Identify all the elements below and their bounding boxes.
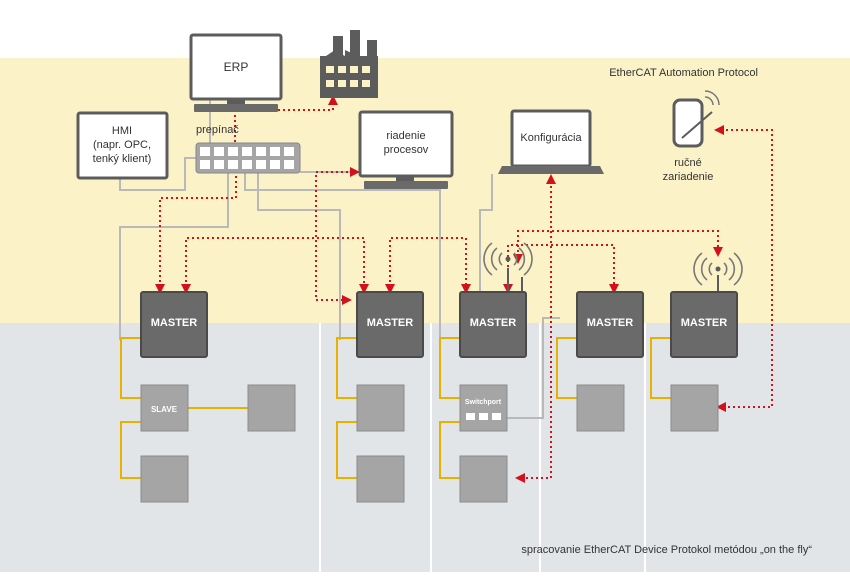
master-controller: MASTER [576,291,644,358]
handheld-label-line2: zariadenie [663,171,714,183]
switch-port [242,160,252,169]
switch-port [270,147,280,156]
switch-port [256,160,266,169]
master-controller: MASTER [140,291,208,358]
network-switch-icon: prepínač [195,124,301,174]
hmi-label-line3: tenký klient) [93,153,152,165]
process-label-line2: procesov [384,144,429,156]
handheld-label-line1: ručné [674,157,702,169]
master-label: MASTER [587,317,634,329]
slave-label: SLAVE [151,405,178,414]
switch-port [214,147,224,156]
switch-port [228,147,238,156]
switch-port [270,160,280,169]
slave-device [140,384,189,432]
configuration-laptop-icon: Konfigurácia [498,109,604,174]
hmi-monitor-icon: HMI (napr. OPC, tenký klient) [76,111,169,180]
master-controller: MASTER [459,291,527,358]
switch-port [200,147,210,156]
master-box [140,291,208,358]
switch-port [284,160,294,169]
slave-device [459,455,508,503]
slave-device [576,384,625,432]
device-protocol-zone [0,323,850,572]
master-label: MASTER [151,317,198,329]
erp-label: ERP [224,60,249,74]
slave-device [356,455,405,503]
switchport-device: Switchport [459,384,508,432]
handheld-device-icon: ručné zariadenie [663,90,720,183]
factory-icon [320,30,378,98]
switch-port [214,160,224,169]
master-label: MASTER [470,317,517,329]
master-controller: MASTER [356,291,424,358]
slave-devices [140,384,719,503]
wireless-antenna-icon [693,252,743,294]
erp-monitor-icon: ERP [189,33,283,112]
hmi-label-line2: (napr. OPC, [93,139,151,151]
switch-port [284,147,294,156]
master-box [356,291,424,358]
master-box [576,291,644,358]
protocol-flows [155,95,773,483]
slave-device [247,384,296,432]
process-control-monitor-icon: riadenie procesov [358,110,454,189]
switch-port [242,147,252,156]
switch-port [228,160,238,169]
switch-label: prepínač [196,124,239,136]
automation-protocol-label: EtherCAT Automation Protocol [609,67,758,79]
device-protocol-label: spracovanie EtherCAT Device Protokol met… [521,544,812,556]
switchport-label: Switchport [465,399,502,406]
slave-device [140,455,189,503]
switch-port [200,160,210,169]
config-label: Konfigurácia [520,132,582,144]
master-label: MASTER [681,317,728,329]
master-box [459,291,527,358]
master-box [670,291,738,358]
slave-device [356,384,405,432]
ethercat-connections [120,337,671,479]
switch-port [256,147,266,156]
wireless-antenna-icon [483,242,533,294]
slave-device [670,384,719,432]
master-label: MASTER [367,317,414,329]
hmi-label-line1: HMI [112,125,132,137]
master-controller: MASTER [670,291,738,358]
process-label-line1: riadenie [386,130,425,142]
